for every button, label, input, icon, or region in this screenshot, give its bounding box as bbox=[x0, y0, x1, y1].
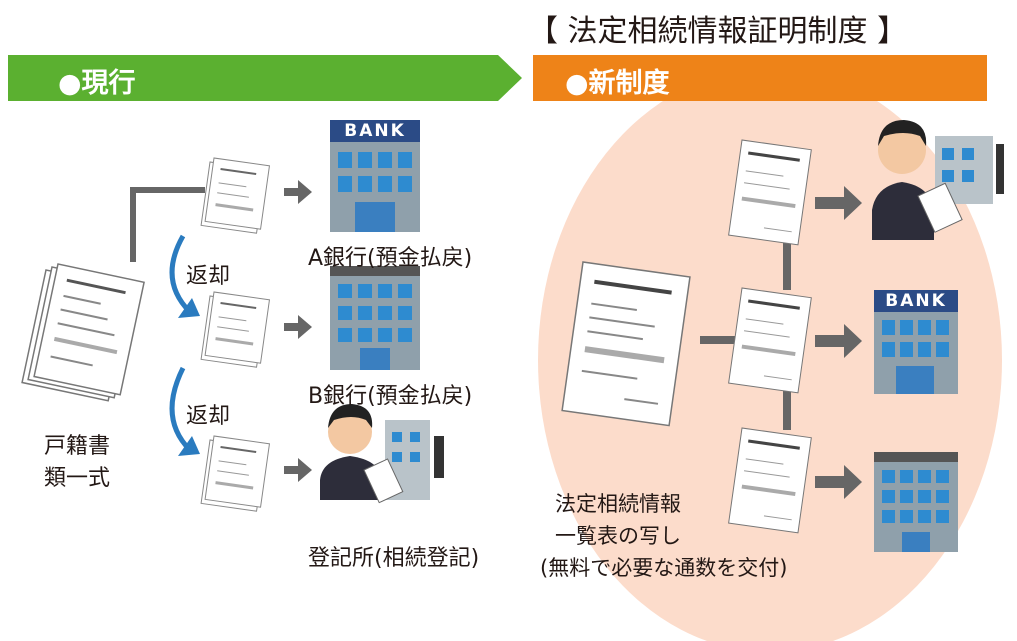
bank-sign-new: BANK bbox=[885, 291, 947, 311]
dest-label-bank-b: B銀行(預金払戻) bbox=[308, 384, 473, 409]
dest-label-registry: 登記所(相続登記) bbox=[308, 546, 480, 571]
arrow-to-building-new bbox=[815, 465, 862, 499]
bank-building-icon-b bbox=[330, 266, 420, 370]
document-stack-icon bbox=[21, 263, 145, 402]
certificate-icon-large bbox=[561, 261, 691, 427]
arrow-to-bank-a bbox=[284, 180, 312, 204]
doc-stack-label-line1: 戸籍書 bbox=[44, 434, 111, 459]
current-banner-arrow bbox=[8, 55, 522, 101]
certificate-copy-2 bbox=[728, 287, 812, 394]
building-icon-new bbox=[874, 452, 958, 552]
registry-officer-icon bbox=[320, 404, 444, 504]
bank-building-icon-a bbox=[330, 120, 420, 232]
new-system-heading: ●新制度 bbox=[565, 68, 670, 99]
document-icon-b bbox=[200, 291, 271, 368]
officer-icon-new bbox=[872, 120, 1004, 240]
dest-label-bank-a: A銀行(預金払戻) bbox=[308, 246, 473, 271]
stack-connector bbox=[130, 187, 205, 262]
current-heading: ●現行 bbox=[58, 68, 136, 99]
certificate-copy-1 bbox=[728, 139, 812, 246]
doc-stack-label-line2: 類一式 bbox=[44, 466, 111, 491]
arrow-to-person-new bbox=[815, 186, 862, 220]
note-line2: 一覧表の写し bbox=[555, 524, 681, 548]
new-banner-bar bbox=[533, 55, 987, 101]
return-arrow-1 bbox=[169, 234, 200, 318]
return-label-2: 返却 bbox=[186, 404, 231, 429]
return-arrow-2 bbox=[169, 366, 200, 456]
return-label-1: 返却 bbox=[186, 264, 231, 289]
note-line3: (無料で必要な通数を交付) bbox=[540, 556, 788, 580]
bank-sign-a: BANK bbox=[344, 121, 406, 141]
document-icon-a bbox=[200, 157, 271, 234]
page-title: 【 法定相続情報証明制度 】 bbox=[528, 14, 908, 49]
document-icon-c bbox=[200, 435, 271, 512]
arrow-to-bank-new bbox=[815, 324, 862, 358]
arrow-to-registry bbox=[284, 458, 312, 482]
bank-building-icon-new bbox=[874, 290, 958, 394]
note-line1: 法定相続情報 bbox=[555, 492, 681, 516]
arrow-to-bank-b bbox=[284, 315, 312, 339]
certificate-copy-3 bbox=[728, 427, 812, 534]
